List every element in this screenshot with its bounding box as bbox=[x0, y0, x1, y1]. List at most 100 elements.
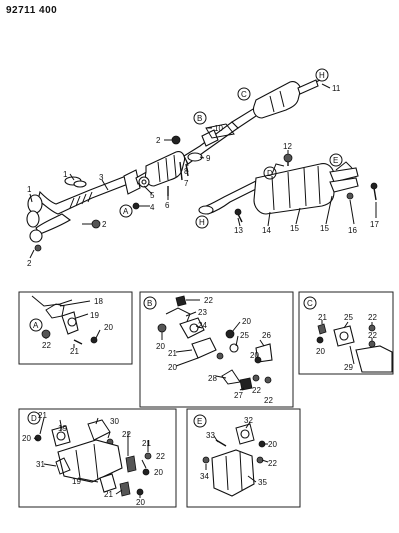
callout-1a: 1 bbox=[27, 185, 32, 194]
detail-D-bushing-21b bbox=[125, 455, 137, 473]
detail-D-leaders bbox=[33, 417, 149, 498]
detail-E-label-33: 33 bbox=[206, 431, 215, 440]
detail-A-label-21: 21 bbox=[70, 347, 79, 356]
muffler-ribs bbox=[271, 165, 321, 211]
detail-C-ring bbox=[339, 331, 349, 341]
detail-B-tag: B bbox=[147, 299, 152, 308]
circled-ref-A: A bbox=[123, 207, 129, 216]
nut-2-front bbox=[91, 219, 101, 229]
nut-12 bbox=[283, 153, 293, 163]
detail-B-label-22a: 22 bbox=[204, 296, 213, 305]
nut-17 bbox=[370, 182, 378, 190]
detail-B-label-25: 25 bbox=[240, 331, 249, 340]
rear-pipe bbox=[205, 179, 263, 215]
detail-A-bolt-21 bbox=[73, 339, 83, 345]
detail-B-label-22b: 22 bbox=[252, 386, 261, 395]
detail-B-bushing bbox=[189, 323, 199, 333]
detail-C-nut-20 bbox=[316, 336, 324, 344]
circle-B bbox=[193, 111, 207, 125]
detail-A-label-19: 19 bbox=[90, 311, 99, 320]
detail-A-frame bbox=[18, 291, 133, 365]
detail-B-label-28: 28 bbox=[208, 374, 217, 383]
detail-A-frame-rail bbox=[31, 295, 73, 307]
detail-D-nut-20a bbox=[34, 434, 42, 442]
resonator bbox=[252, 81, 301, 119]
circled-ref-C: C bbox=[241, 90, 247, 99]
manifold-flange-middle bbox=[26, 210, 40, 228]
detail-D-label-20c: 20 bbox=[136, 498, 145, 507]
main-circled-refs: A B C D E H H bbox=[119, 68, 343, 229]
bracket-16 bbox=[346, 192, 354, 200]
detail-E-nut-34 bbox=[202, 456, 210, 464]
detail-B-frame bbox=[139, 291, 294, 408]
detail-A-leaders bbox=[45, 300, 101, 348]
detail-B-leaders bbox=[161, 299, 265, 391]
detail-E-tag-circle bbox=[193, 414, 207, 428]
detail-D-bushing-a bbox=[56, 431, 66, 441]
circle-A bbox=[119, 204, 133, 218]
callout-15b: 15 bbox=[320, 224, 329, 233]
circled-ref-H1: H bbox=[319, 71, 325, 80]
detail-D-label-22b: 22 bbox=[156, 452, 165, 461]
detail-B-label-20d: 20 bbox=[250, 351, 259, 360]
detail-E: E 33 32 20 22 34 35 bbox=[186, 408, 301, 508]
detail-A-nut-22 bbox=[41, 329, 51, 339]
detail-C-label-29: 29 bbox=[344, 363, 353, 372]
circle-D bbox=[263, 166, 277, 180]
detail-B-label-20c: 20 bbox=[242, 317, 251, 326]
callout-2b: 2 bbox=[102, 220, 107, 229]
detail-B-nut-20a bbox=[157, 323, 167, 333]
detail-A-tag-circle bbox=[29, 318, 43, 332]
callout-4: 4 bbox=[150, 203, 155, 212]
detail-D-label-21a: 21 bbox=[38, 411, 47, 420]
detail-A-tag: A bbox=[33, 321, 39, 330]
callout-9: 9 bbox=[206, 154, 211, 163]
detail-C-label-25: 25 bbox=[344, 313, 353, 322]
detail-D-bushing-21c bbox=[119, 481, 131, 497]
callout-14: 14 bbox=[262, 226, 271, 235]
main-muffler bbox=[253, 163, 335, 215]
muffler-hanger-D bbox=[271, 163, 285, 175]
callout-11: 11 bbox=[332, 84, 341, 93]
circled-ref-E: E bbox=[333, 156, 338, 165]
main-exhaust-assembly bbox=[26, 79, 319, 252]
detail-B-label-20b: 20 bbox=[168, 363, 177, 372]
callout-5: 5 bbox=[150, 191, 155, 200]
main-callout-labels: 1 1 3 2 2 4 5 6 7 8 9 10 2 11 12 13 14 1… bbox=[27, 84, 379, 268]
circle-E bbox=[329, 153, 343, 167]
detail-D-nut-22b bbox=[144, 452, 152, 460]
callout-3: 3 bbox=[99, 173, 104, 182]
detail-B-washer-20d bbox=[254, 356, 262, 364]
detail-C-label-21: 21 bbox=[318, 313, 327, 322]
detail-D-bracket-30 bbox=[87, 419, 111, 441]
detail-E-label-32: 32 bbox=[244, 416, 253, 425]
detail-E-tag: E bbox=[197, 417, 202, 426]
detail-A-bushing bbox=[67, 317, 77, 327]
circled-ref-B: B bbox=[197, 114, 202, 123]
callout-1b: 1 bbox=[63, 170, 68, 179]
detail-E-muffler-ribs bbox=[225, 451, 243, 491]
callout-16: 16 bbox=[348, 226, 357, 235]
circle-C bbox=[237, 87, 251, 101]
hanger-bracket-10 bbox=[205, 123, 235, 139]
gasket-9 bbox=[187, 152, 203, 162]
circled-ref-D: D bbox=[267, 169, 273, 178]
detail-C-nut-22b bbox=[368, 340, 376, 348]
muffler-hanger-E bbox=[335, 161, 353, 171]
tailpipe-2 bbox=[329, 177, 359, 193]
detail-B-cap-27 bbox=[239, 377, 253, 391]
callout-2a: 2 bbox=[27, 259, 32, 268]
detail-A-washer-20 bbox=[90, 336, 98, 344]
detail-D-label-22a: 22 bbox=[122, 430, 131, 439]
detail-D-muffler-body bbox=[57, 439, 123, 483]
detail-D-tag-circle bbox=[27, 411, 41, 425]
pipe-flange-B bbox=[201, 129, 219, 147]
detail-D-label-21c: 21 bbox=[104, 490, 113, 499]
flange-joint bbox=[123, 169, 141, 195]
detail-C: C 21 25 22 20 22 29 bbox=[298, 291, 394, 375]
detail-A-label-18: 18 bbox=[94, 297, 103, 306]
bolt-7 bbox=[179, 161, 183, 181]
detail-B-label-21: 21 bbox=[168, 349, 177, 358]
detail-A-bracket bbox=[45, 303, 65, 319]
